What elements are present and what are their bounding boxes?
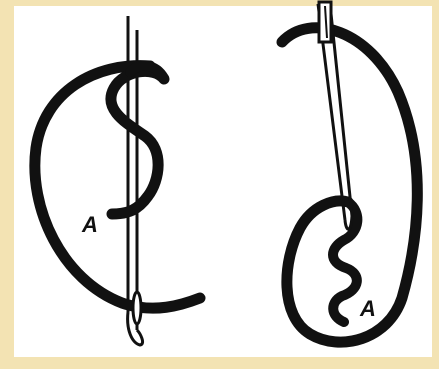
- left-label: A: [81, 212, 98, 237]
- right-label: A: [359, 296, 376, 321]
